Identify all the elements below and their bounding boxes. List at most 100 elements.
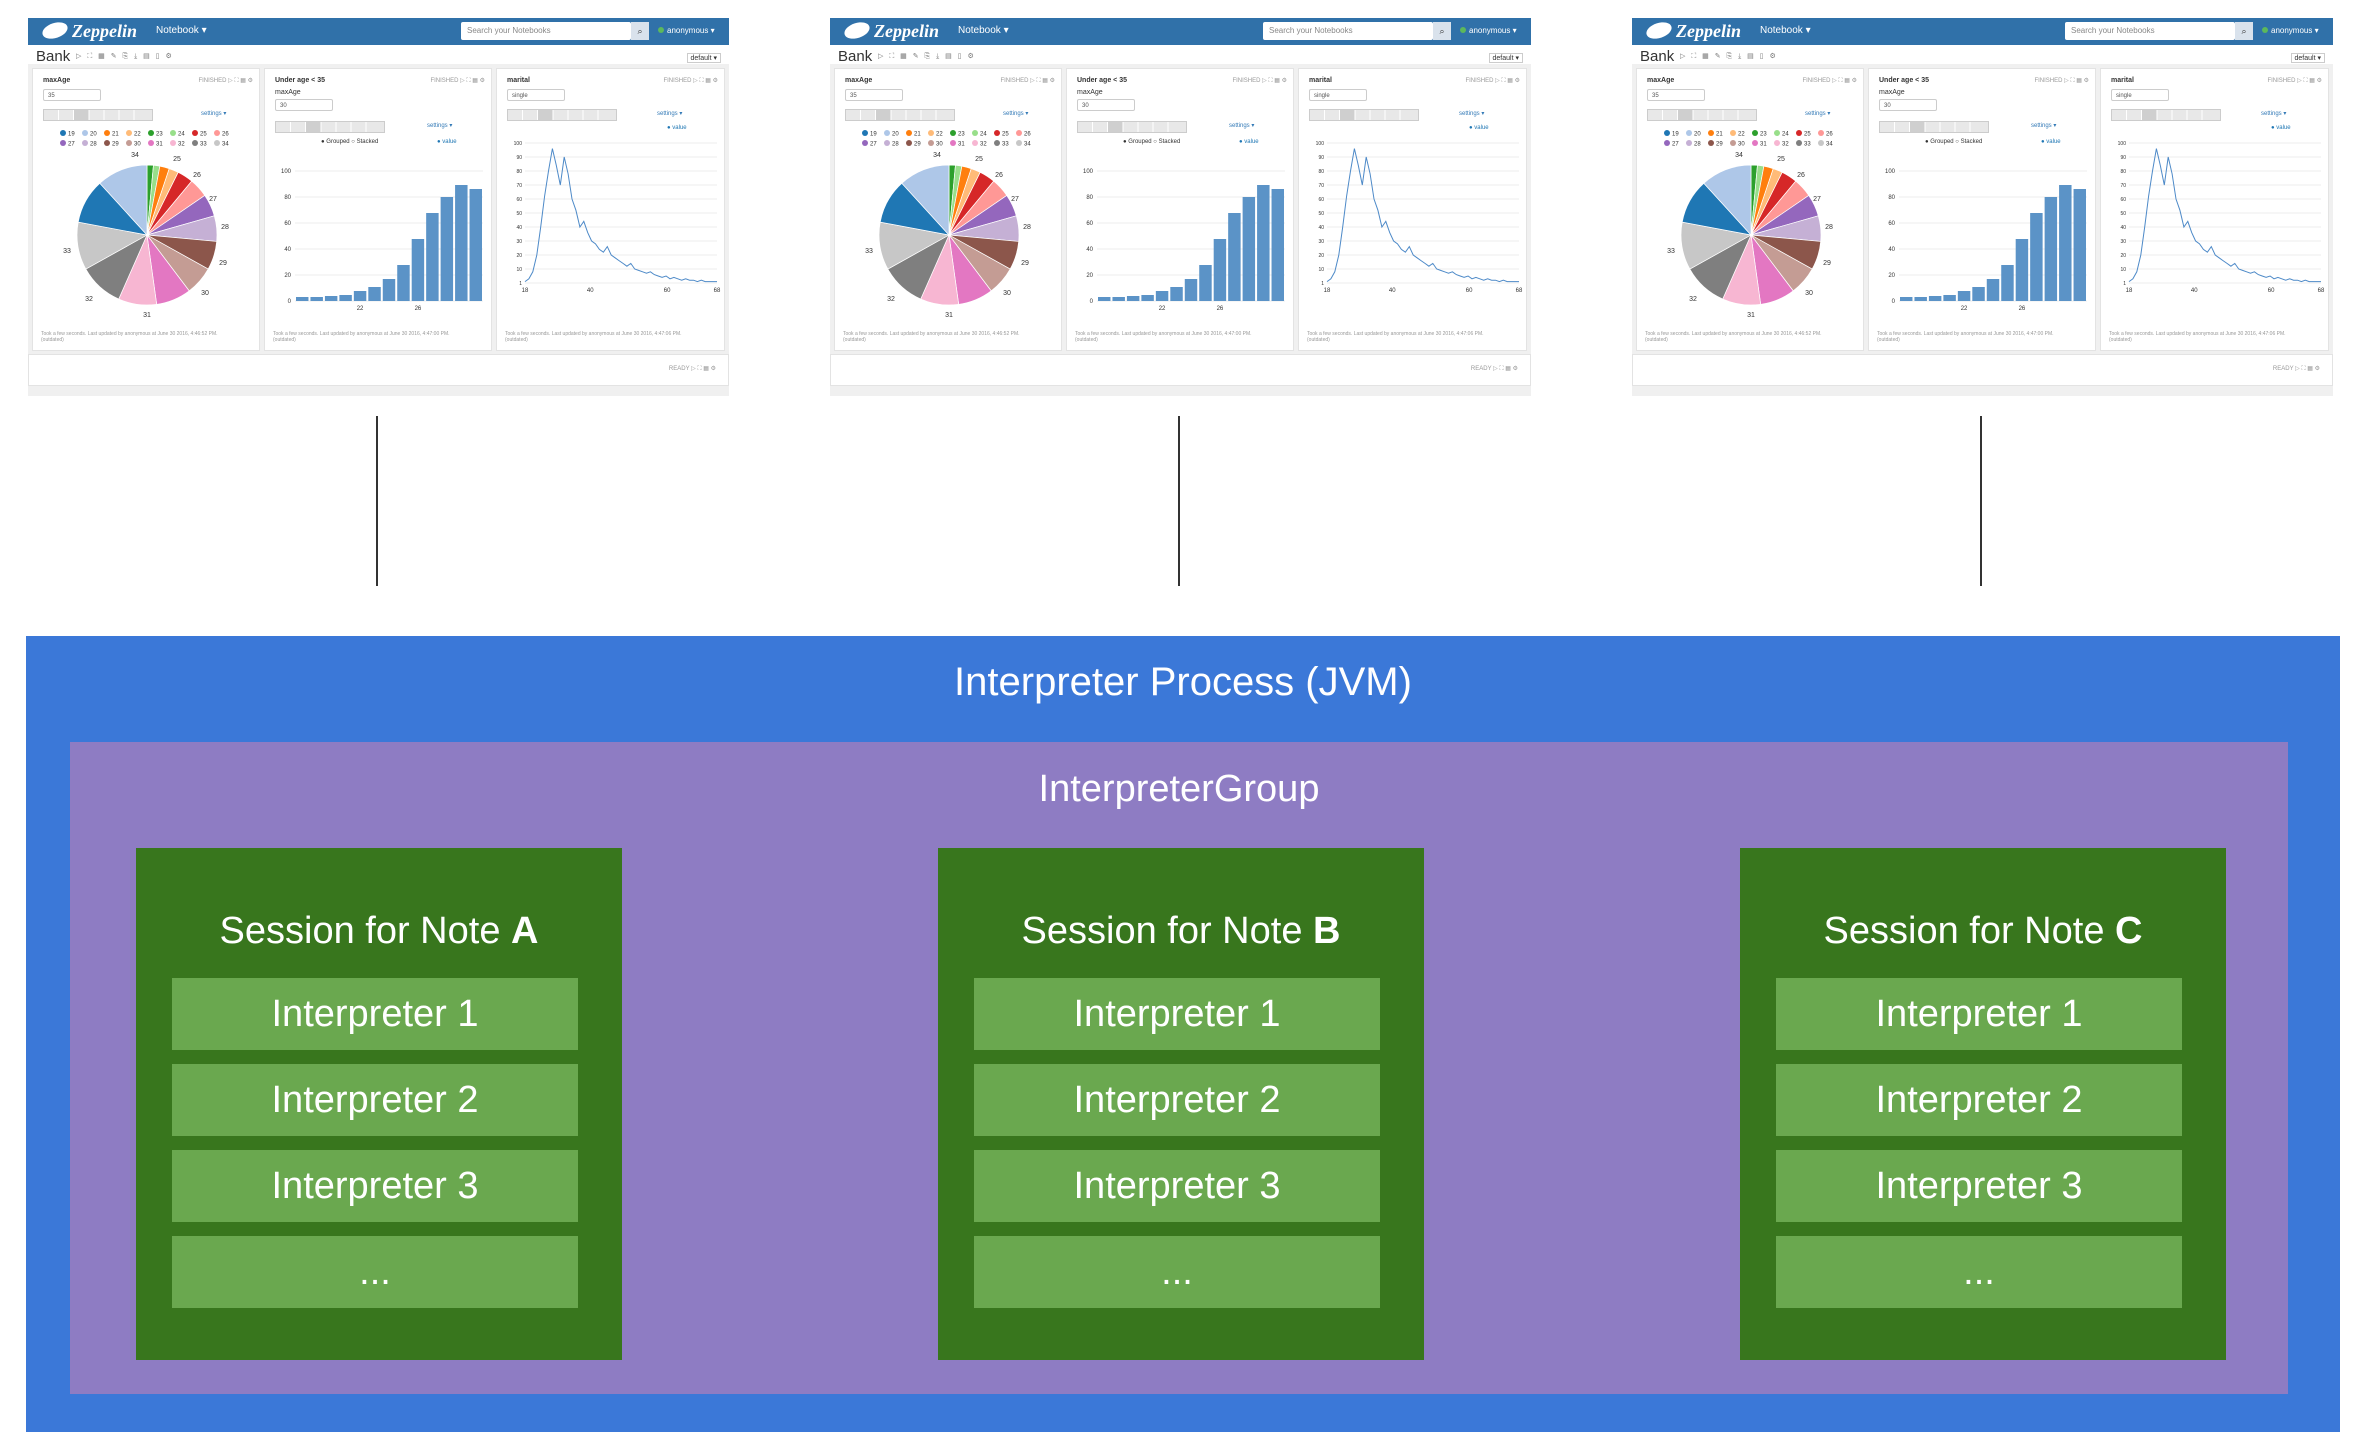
user-menu[interactable]: anonymous ▾ [1460, 26, 1517, 35]
pie-legend-label: 34 [1024, 142, 1031, 148]
line-y-tick: 40 [1318, 225, 1324, 231]
search-icon[interactable]: ⌕ [2235, 22, 2253, 40]
chart-type-buttons[interactable] [1077, 121, 1187, 133]
marital-select[interactable]: single [507, 89, 565, 101]
pie-slice-label: 26 [995, 172, 1003, 179]
settings-link[interactable]: settings ▾ [2031, 123, 2057, 129]
pie-legend-swatch [170, 140, 176, 146]
settings-link[interactable]: settings ▾ [2261, 111, 2287, 117]
bar [296, 297, 309, 301]
value-legend: ● value [437, 139, 457, 145]
pie-legend-swatch [148, 140, 154, 146]
grouped-stacked-toggle[interactable]: ● Grouped ○ Stacked [1925, 139, 1983, 145]
value-legend: ● value [2041, 139, 2061, 145]
max-age-input[interactable]: 30 [1077, 99, 1135, 111]
settings-link[interactable]: settings ▾ [1805, 111, 1831, 117]
pie-legend-swatch [1686, 140, 1692, 146]
line-y-tick: 20 [516, 253, 522, 259]
pie-legend-swatch [1664, 140, 1670, 146]
settings-link[interactable]: settings ▾ [1459, 111, 1485, 117]
interpreter-box: Interpreter 2 [974, 1064, 1380, 1136]
bar-y-tick: 40 [1888, 247, 1895, 253]
interpreter-binding-select[interactable]: default ▾ [2290, 53, 2325, 63]
zeppelin-logo-icon [40, 19, 70, 42]
settings-link[interactable]: settings ▾ [1229, 123, 1255, 129]
line-y-tick: 90 [516, 155, 522, 161]
marital-select[interactable]: single [2111, 89, 2169, 101]
line-y-tick: 100 [2118, 141, 2127, 147]
interpreter-binding-select[interactable]: default ▾ [686, 53, 721, 63]
paragraph-footer: Took a few seconds. Last updated by anon… [1645, 331, 1822, 343]
notebook-menu[interactable]: Notebook ▾ [958, 25, 1009, 36]
empty-paragraph[interactable]: READY ▷ ⛶ ▦ ⚙ [1632, 354, 2333, 386]
settings-link[interactable]: settings ▾ [1003, 111, 1029, 117]
chart-type-buttons[interactable] [43, 109, 153, 121]
search-input[interactable]: Search your Notebooks [461, 22, 631, 40]
interpreter-binding-select[interactable]: default ▾ [1488, 53, 1523, 63]
pie-legend-swatch [884, 140, 890, 146]
max-age-input[interactable]: 35 [43, 89, 101, 101]
line-x-tick: 68 [714, 288, 721, 294]
settings-link[interactable]: settings ▾ [201, 111, 227, 117]
chart-type-buttons[interactable] [845, 109, 955, 121]
pie-legend-swatch [928, 140, 934, 146]
empty-paragraph[interactable]: READY ▷ ⛶ ▦ ⚙ [28, 354, 729, 386]
pie-slice-label: 31 [945, 312, 953, 319]
search-input[interactable]: Search your Notebooks [2065, 22, 2235, 40]
bar-y-tick: 20 [1086, 273, 1093, 279]
max-age-input[interactable]: 35 [845, 89, 903, 101]
empty-paragraph[interactable]: READY ▷ ⛶ ▦ ⚙ [830, 354, 1531, 386]
user-menu[interactable]: anonymous ▾ [658, 26, 715, 35]
pie-legend-label: 19 [68, 132, 75, 138]
chart-type-buttons[interactable] [1879, 121, 1989, 133]
pie-slice-label: 30 [1003, 290, 1011, 297]
max-age-input[interactable]: 35 [1647, 89, 1705, 101]
interpreter-box: Interpreter 1 [974, 978, 1380, 1050]
pie-legend-swatch [60, 140, 66, 146]
line-y-tick: 30 [516, 239, 522, 245]
chart-type-buttons[interactable] [1647, 109, 1757, 121]
notebook-menu[interactable]: Notebook ▾ [1760, 25, 1811, 36]
chart-type-buttons[interactable] [2111, 109, 2221, 121]
user-menu[interactable]: anonymous ▾ [2262, 26, 2319, 35]
line-y-tick: 50 [1318, 211, 1324, 217]
search-input[interactable]: Search your Notebooks [1263, 22, 1433, 40]
search-icon[interactable]: ⌕ [631, 22, 649, 40]
bar [1199, 265, 1212, 301]
pie-legend-label: 23 [958, 132, 965, 138]
pie-legend-label: 25 [1804, 132, 1811, 138]
search-icon[interactable]: ⌕ [1433, 22, 1451, 40]
pie-legend-label: 20 [892, 132, 899, 138]
pie-legend-label: 30 [134, 142, 141, 148]
interpreter-group-box: InterpreterGroup Session for Note A Inte… [70, 742, 2288, 1394]
marital-select[interactable]: single [1309, 89, 1367, 101]
chart-type-buttons[interactable] [1309, 109, 1419, 121]
max-age-input[interactable]: 30 [275, 99, 333, 111]
pie-legend-label: 28 [1694, 142, 1701, 148]
settings-link[interactable]: settings ▾ [657, 111, 683, 117]
grouped-stacked-toggle[interactable]: ● Grouped ○ Stacked [321, 139, 379, 145]
notebook-menu[interactable]: Notebook ▾ [156, 25, 207, 36]
pie-legend-label: 32 [980, 142, 987, 148]
settings-link[interactable]: settings ▾ [427, 123, 453, 129]
paragraph-footer: Took a few seconds. Last updated by anon… [1075, 331, 1252, 343]
pie-slice-label: 25 [173, 156, 181, 163]
pie-slice-label: 28 [1023, 224, 1031, 231]
notebook-body: maxAge FINISHED ▷ ⛶ ▦ ⚙ 35 settings ▾ 19… [28, 64, 729, 396]
chart-type-buttons[interactable] [507, 109, 617, 121]
grouped-stacked-toggle[interactable]: ● Grouped ○ Stacked [1123, 139, 1181, 145]
notebook-toolbar[interactable]: ▷ ⛶ ▦ ✎ ⎘ ⤓ ▤ ▯ ⚙ [76, 53, 174, 60]
zeppelin-notebook-screenshot: Zeppelin Notebook ▾ Search your Notebook… [830, 18, 1531, 396]
max-age-input[interactable]: 30 [1879, 99, 1937, 111]
line-y-tick: 1 [1321, 281, 1324, 287]
chart-type-buttons[interactable] [275, 121, 385, 133]
pie-legend-swatch [994, 130, 1000, 136]
interpreter-box: Interpreter 3 [974, 1150, 1380, 1222]
paragraph-status: FINISHED ▷ ⛶ ▦ ⚙ [1465, 78, 1520, 84]
pie-slice-label: 32 [1689, 296, 1697, 303]
notebook-toolbar[interactable]: ▷ ⛶ ▦ ✎ ⎘ ⤓ ▤ ▯ ⚙ [878, 53, 976, 60]
pie-slice-label: 25 [1777, 156, 1785, 163]
pie-legend-swatch [192, 140, 198, 146]
notebook-toolbar[interactable]: ▷ ⛶ ▦ ✎ ⎘ ⤓ ▤ ▯ ⚙ [1680, 53, 1778, 60]
